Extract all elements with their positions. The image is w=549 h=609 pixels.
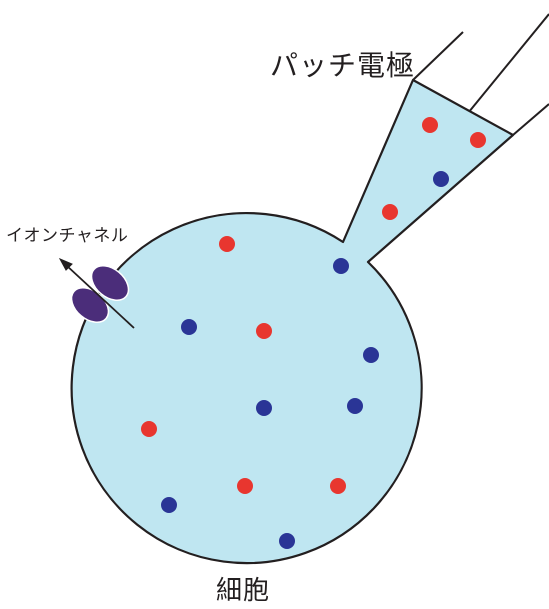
patch-electrode-label: パッチ電極 — [270, 44, 415, 84]
blue-ion — [256, 400, 272, 416]
pipette-wall-left — [413, 32, 463, 80]
red-ion — [422, 117, 438, 133]
blue-ion — [161, 497, 177, 513]
cell-body — [72, 80, 513, 563]
red-ion — [219, 236, 235, 252]
ion-channel-label: イオンチャネル — [6, 221, 128, 246]
blue-ion — [181, 319, 197, 335]
blue-ion — [333, 258, 349, 274]
cell-label: 細胞 — [216, 570, 270, 607]
red-ion — [256, 323, 272, 339]
blue-ion — [279, 533, 295, 549]
blue-ion — [433, 171, 449, 187]
red-ion — [382, 204, 398, 220]
red-ion — [470, 132, 486, 148]
pipette-wall-right — [513, 104, 549, 135]
red-ion — [237, 478, 253, 494]
red-ion — [330, 478, 346, 494]
red-ion — [141, 421, 157, 437]
blue-ion — [347, 398, 363, 414]
blue-ion — [363, 347, 379, 363]
